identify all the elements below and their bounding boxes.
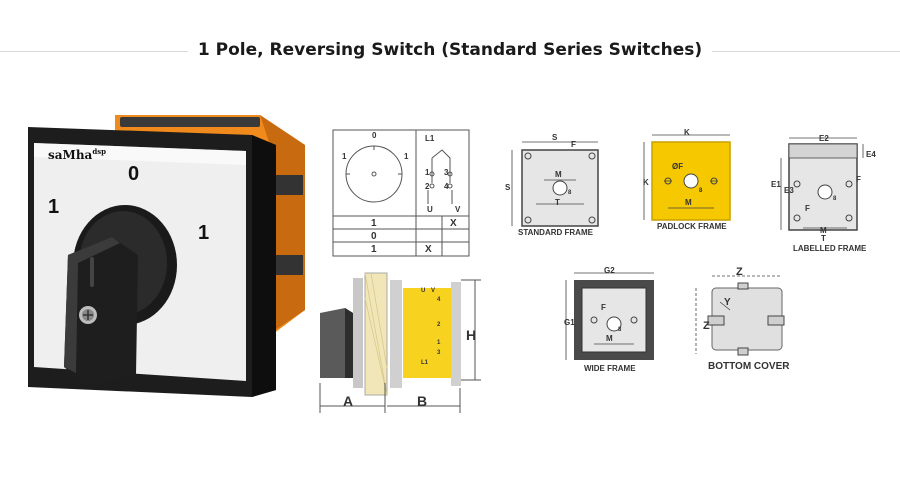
standard-frame-drawing: [511, 141, 599, 227]
pad-dim-F: ØF: [672, 162, 684, 171]
cover-dim-Y: Y: [724, 297, 731, 308]
brand-suffix: dsp: [92, 147, 107, 156]
terminal-4: 4: [444, 182, 449, 191]
table-row-1-pos: 1: [371, 218, 377, 229]
side-view-drawing: [319, 272, 481, 413]
switch-product-image: [28, 115, 305, 397]
pad-dim-M: M: [685, 198, 692, 207]
labelled-frame-caption: LABELLED FRAME: [793, 244, 867, 253]
std-dim-8: 8: [568, 190, 572, 196]
table-row-2-pos: 0: [371, 231, 377, 242]
title-divider-left: [0, 51, 240, 52]
padlock-frame-drawing: [643, 134, 731, 221]
wide-frame-caption: WIDE FRAME: [584, 364, 636, 373]
lab-dim-E4: E4: [866, 150, 876, 159]
dim-A: A: [343, 393, 354, 409]
cover-dim-Z-top: Z: [736, 266, 743, 278]
side-terminal-V: V: [431, 288, 436, 294]
lab-dim-M: M: [820, 226, 827, 235]
std-dim-M: M: [555, 170, 562, 179]
side-terminal-2: 2: [437, 322, 441, 328]
terminal-U: U: [427, 205, 433, 214]
terminal-1: 1: [425, 168, 430, 177]
std-dim-S-side: S: [505, 183, 511, 192]
dial-label-left: 1: [342, 152, 347, 161]
pad-dim-K-side: K: [643, 178, 649, 187]
table-row-3-u: X: [425, 244, 432, 255]
wide-dim-M: M: [606, 334, 613, 343]
dim-H: H: [466, 327, 477, 343]
pad-dim-8: 8: [699, 188, 703, 194]
dial-label-right: 1: [404, 152, 409, 161]
wide-dim-G2: G2: [604, 266, 615, 275]
std-dim-S-top: S: [552, 133, 558, 142]
position-label-right: 1: [198, 222, 210, 244]
side-terminal-3: 3: [437, 350, 441, 356]
wide-dim-G1: G1: [564, 318, 575, 327]
title-row: 1 Pole, Reversing Switch (Standard Serie…: [0, 36, 900, 66]
title-divider-right: [660, 51, 900, 52]
position-label-left: 1: [48, 196, 60, 218]
bottom-cover-drawing: [695, 275, 785, 356]
terminal-V: V: [455, 205, 461, 214]
lab-dim-E2: E2: [819, 134, 829, 143]
lab-dim-F-left: F: [805, 204, 810, 213]
wide-dim-F: F: [601, 303, 606, 312]
table-row-1-v: X: [450, 218, 457, 229]
dim-B: B: [417, 393, 428, 409]
table-row-3-pos: 1: [371, 244, 377, 255]
lab-dim-E1: E1: [771, 180, 781, 189]
lab-dim-8: 8: [833, 196, 837, 202]
side-terminal-L1: L1: [421, 360, 429, 366]
lab-dim-F-right: F: [856, 175, 861, 184]
pad-dim-K-top: K: [684, 128, 690, 137]
side-terminal-1: 1: [437, 340, 441, 346]
labelled-frame-drawing: [780, 137, 864, 231]
lab-dim-T: T: [821, 234, 826, 243]
wiring-diagram: [332, 129, 470, 257]
lab-dim-E3: E3: [784, 186, 794, 195]
wide-frame-drawing: [565, 272, 654, 360]
terminal-L1: L1: [425, 134, 435, 143]
page-title: 1 Pole, Reversing Switch (Standard Serie…: [187, 40, 713, 60]
brand-logo: saMha: [48, 148, 93, 162]
dial-label-zero: 0: [372, 131, 377, 140]
bottom-cover-caption: BOTTOM COVER: [708, 361, 790, 372]
side-terminal-U: U: [421, 288, 426, 294]
position-label-zero: 0: [128, 163, 140, 185]
terminal-2: 2: [425, 182, 430, 191]
wide-dim-8: 8: [618, 327, 622, 333]
side-terminal-4: 4: [437, 297, 441, 303]
terminal-3: 3: [444, 168, 449, 177]
std-dim-F: F: [571, 140, 576, 149]
cover-dim-Z-side: Z: [703, 320, 710, 332]
standard-frame-caption: STANDARD FRAME: [518, 228, 593, 237]
std-dim-T: T: [555, 198, 560, 207]
padlock-frame-caption: PADLOCK FRAME: [657, 222, 727, 231]
